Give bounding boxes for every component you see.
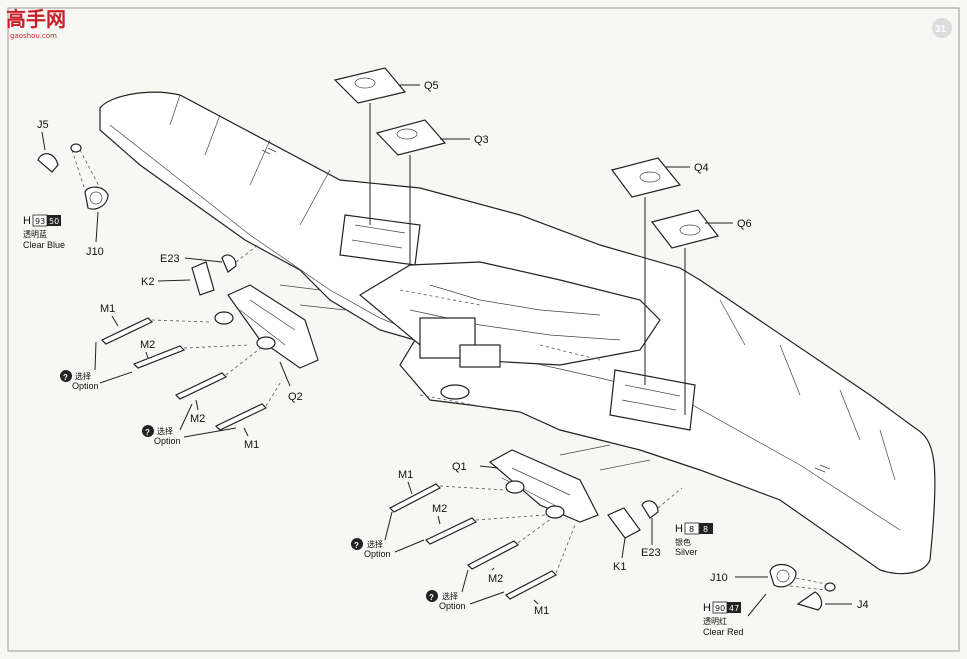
gun-barrel-m2-a: M2 (132, 339, 251, 369)
label-j10-left: J10 (86, 246, 104, 258)
label-m1-d: M1 (534, 605, 549, 617)
option-cn-c: 选择 (367, 539, 383, 549)
option-note-a: ? 选择 Option (60, 341, 133, 391)
option-cn-d: 选择 (442, 591, 458, 601)
label-m2-a: M2 (140, 339, 155, 351)
option-note-d: ? 选择 Option (426, 569, 505, 611)
paint-letter-blue: H (23, 215, 31, 227)
part-j4: J4 (796, 591, 869, 611)
label-m1-a: M1 (100, 303, 115, 315)
label-q2: Q2 (288, 391, 303, 403)
label-m2-c: M2 (432, 503, 447, 515)
option-en-c: Option (364, 549, 391, 559)
gun-barrel-m2-b: M2 (174, 346, 263, 425)
gun-barrel-m2-d: M2 (466, 517, 553, 585)
part-q6: Q6 (650, 209, 752, 415)
option-cn-a: 选择 (75, 371, 91, 381)
option-mark-a: ? (63, 373, 68, 382)
option-note-b: ? 选择 Option (142, 403, 237, 446)
paint-en-silver: Silver (675, 547, 698, 557)
option-note-c: ? 选择 Option (351, 511, 425, 559)
label-m1-c: M1 (398, 469, 413, 481)
paint-num-blue: 50 (49, 217, 59, 226)
gun-barrel-m2-c: M2 (424, 503, 546, 545)
wing-lower-half (99, 91, 936, 575)
paint-cn-blue: 透明蓝 (23, 229, 47, 239)
part-q4: Q4 (610, 157, 709, 385)
paint-en-red: Clear Red (703, 627, 744, 637)
label-q5: Q5 (424, 80, 439, 92)
label-q4: Q4 (694, 162, 709, 174)
page-number-badge: 31 (932, 18, 952, 38)
paint-letter-silver: H (675, 523, 683, 535)
label-j10-right: J10 (710, 572, 728, 584)
label-e23-left: E23 (160, 253, 180, 265)
option-en-a: Option (72, 381, 99, 391)
page-border (7, 7, 960, 652)
gun-barrel-m1-a: M1 (100, 303, 211, 345)
label-m2-d: M2 (488, 573, 503, 585)
part-e23-left: E23 (160, 244, 259, 273)
option-mark-c: ? (354, 541, 359, 550)
option-mark-b: ? (145, 428, 150, 437)
paint-callout-clear-blue: H 93 50 透明蓝 Clear Blue (23, 214, 65, 250)
label-j5: J5 (37, 119, 49, 131)
gun-barrel-m1-b: M1 (214, 379, 283, 451)
label-j4: J4 (857, 599, 869, 611)
paint-cn-red: 透明红 (703, 616, 727, 626)
option-mark-d: ? (429, 593, 434, 602)
gun-barrel-m1-d: M1 (504, 524, 576, 617)
paint-en-blue: Clear Blue (23, 240, 65, 250)
paint-num-silver: 8 (703, 525, 708, 534)
label-q1: Q1 (452, 461, 467, 473)
paint-letter-red: H (703, 602, 711, 614)
paint-code-blue: 93 (35, 217, 45, 226)
part-q5: Q5 (333, 67, 439, 225)
part-k2: K2 (141, 261, 215, 296)
watermark-logo: 高手网 gaoshou.com (6, 7, 66, 40)
paint-code-red: 90 (715, 604, 725, 613)
part-q1-gun-pod: Q1 (452, 449, 599, 523)
logo-text: 高手网 (6, 7, 66, 31)
label-m2-b: M2 (190, 413, 205, 425)
option-en-b: Option (154, 436, 181, 446)
label-q6: Q6 (737, 218, 752, 230)
part-e23-right: E23 (641, 487, 683, 559)
paint-num-red: 47 (729, 604, 739, 613)
paint-callout-silver: H 8 8 银色 Silver (675, 522, 713, 557)
gun-barrel-m1-c: M1 (388, 469, 506, 513)
label-m1-b: M1 (244, 439, 259, 451)
option-cn-b: 选择 (157, 426, 173, 436)
page-number: 31 (935, 24, 947, 35)
paint-cn-silver: 银色 (675, 537, 691, 547)
logo-subtext: gaoshou.com (10, 32, 57, 40)
part-q3: Q3 (375, 119, 489, 265)
label-k1: K1 (613, 561, 626, 573)
part-k1: K1 (607, 507, 641, 573)
part-j10-left: J10 (70, 143, 109, 258)
label-k2: K2 (141, 276, 154, 288)
part-j5: J5 (37, 119, 59, 173)
label-q3: Q3 (474, 134, 489, 146)
label-e23-right: E23 (641, 547, 661, 559)
paint-callout-clear-red: H 90 47 透明红 Clear Red (703, 601, 744, 637)
part-q2-gun-pod: Q2 (214, 284, 319, 403)
paint-code-silver: 8 (689, 525, 694, 534)
part-j10-right: J10 (710, 563, 836, 617)
option-en-d: Option (439, 601, 466, 611)
